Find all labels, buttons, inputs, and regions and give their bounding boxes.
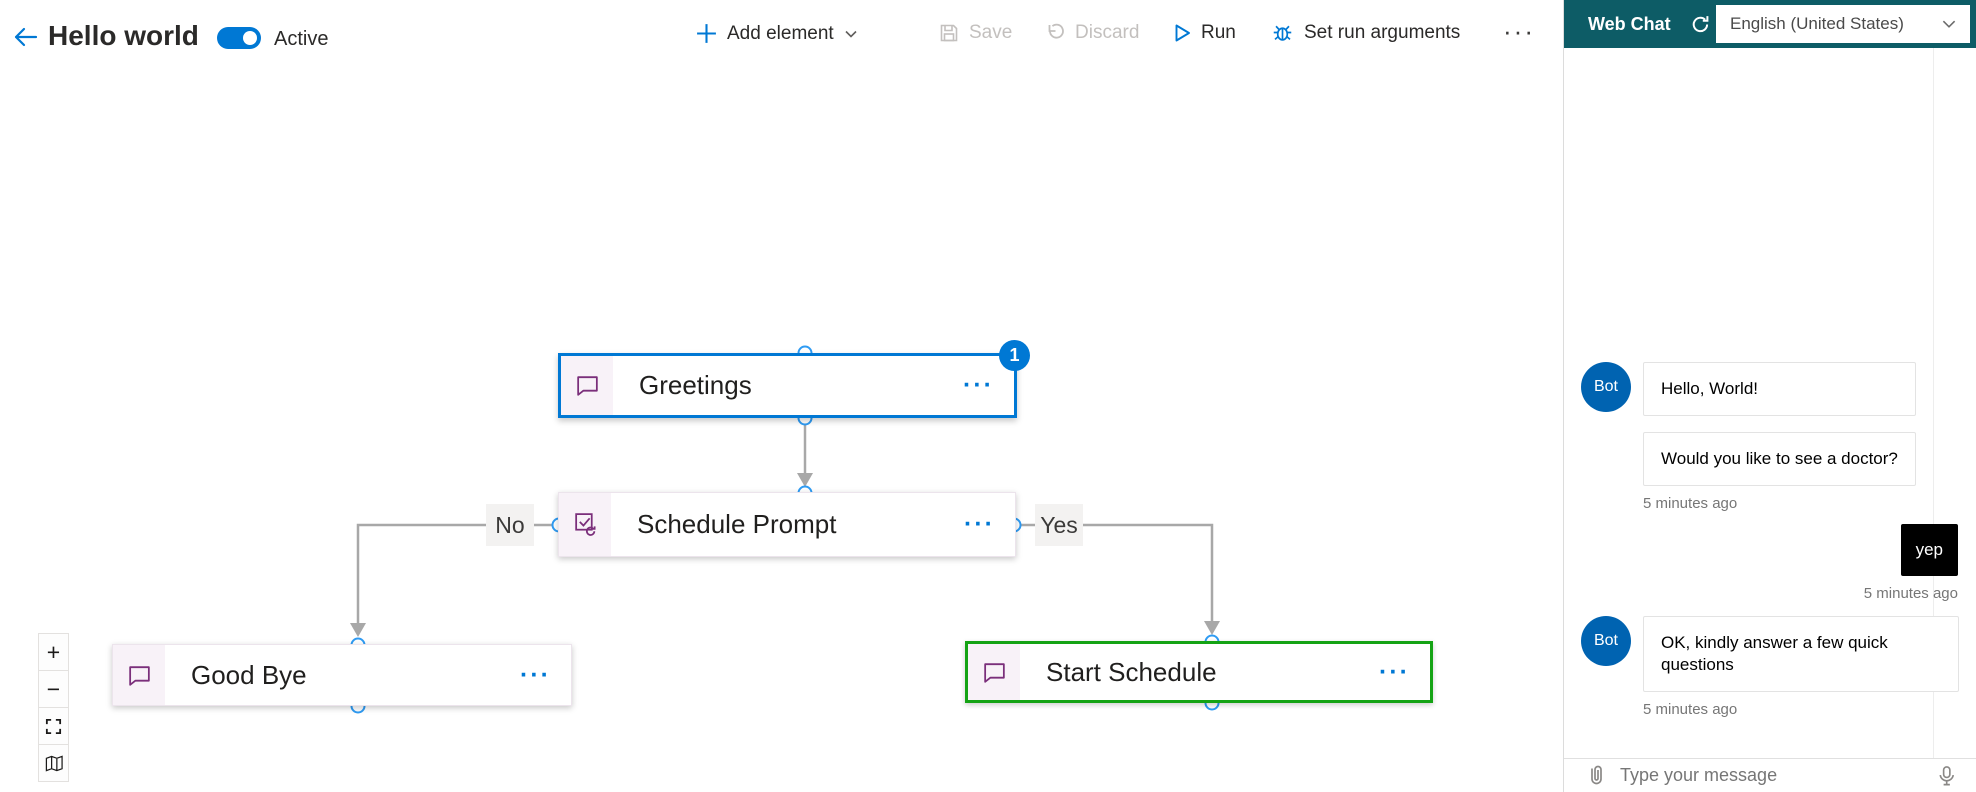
bot-message-group: Bot OK, kindly answer a few quick questi… [1581, 616, 1959, 692]
language-select[interactable]: English (United States) [1716, 5, 1970, 43]
minimap-icon [45, 754, 63, 772]
webchat-header: Web Chat English (United States) [1564, 0, 1976, 48]
node-label: Greetings [639, 370, 752, 400]
run-button[interactable]: Run [1171, 22, 1236, 44]
refresh-button[interactable] [1689, 13, 1712, 36]
node-menu-button[interactable]: ··· [964, 510, 995, 538]
branch-label-no: No [486, 504, 534, 546]
selection-count-badge: 1 [999, 340, 1030, 371]
discard-button[interactable]: Discard [1044, 22, 1139, 44]
back-arrow-icon [14, 27, 38, 47]
chevron-down-icon[interactable] [843, 26, 859, 42]
chat-transcript: Bot Hello, World! Would you like to see … [1564, 48, 1976, 758]
save-button[interactable]: Save [938, 22, 1012, 44]
canvas-zoom-controls: + − [38, 633, 69, 782]
microphone-button[interactable] [1935, 764, 1958, 788]
node-menu-button[interactable]: ··· [520, 660, 551, 689]
zoom-out-button[interactable]: − [38, 670, 69, 708]
arrowhead [797, 473, 813, 487]
transcript-scroll-track[interactable] [1933, 48, 1934, 758]
node-schedule-prompt[interactable]: Schedule Prompt ··· [558, 492, 1016, 557]
back-button[interactable] [12, 26, 39, 48]
microphone-icon [1939, 765, 1955, 785]
page-title: Hello world [48, 20, 199, 51]
node-menu-button[interactable]: ··· [963, 371, 994, 399]
webchat-panel: Web Chat English (United States) Bot Hel… [1563, 0, 1976, 792]
node-label: Good Bye [191, 659, 307, 690]
language-selected-value: English (United States) [1730, 14, 1904, 33]
add-element-button[interactable]: Add element [695, 22, 859, 45]
refresh-icon [1692, 15, 1709, 32]
message-timestamp: 5 minutes ago [1643, 701, 1738, 718]
node-label: Start Schedule [1046, 656, 1217, 687]
zoom-in-button[interactable]: + [38, 633, 69, 671]
node-label: Schedule Prompt [637, 509, 837, 539]
webchat-title: Web Chat [1588, 13, 1671, 34]
set-run-arguments-button[interactable]: Set run arguments [1270, 20, 1460, 45]
chat-input-bar [1564, 758, 1976, 792]
node-start-schedule[interactable]: Start Schedule ··· [965, 641, 1433, 703]
run-label: Run [1201, 22, 1236, 43]
bot-message-group: Bot Hello, World! Would you like to see … [1581, 362, 1958, 486]
bot-message-bubble: OK, kindly answer a few quick questions [1643, 616, 1959, 692]
undo-icon [1048, 23, 1064, 39]
attach-file-button[interactable] [1584, 763, 1608, 789]
message-icon [561, 356, 613, 415]
save-icon [940, 24, 958, 42]
toolbar-more-button[interactable]: ··· [1503, 16, 1535, 46]
bug-icon [1273, 25, 1292, 41]
node-greetings[interactable]: Greetings ··· 1 [558, 340, 1030, 418]
discard-label: Discard [1075, 22, 1140, 43]
arrowhead [1204, 621, 1220, 635]
branch-label-yes: Yes [1035, 504, 1083, 546]
toggle-knob [243, 31, 257, 45]
node-good-bye[interactable]: Good Bye ··· [112, 644, 572, 706]
active-toggle-label: Active [274, 28, 329, 50]
fit-screen-icon [45, 718, 62, 734]
add-element-label: Add element [727, 22, 834, 44]
top-toolbar: Hello world Active Add element Save [0, 0, 1563, 64]
fit-screen-button[interactable] [38, 707, 69, 745]
plus-icon [697, 24, 716, 43]
paperclip-icon [1591, 765, 1602, 784]
set-run-arguments-label: Set run arguments [1304, 21, 1461, 43]
minimap-button[interactable] [38, 744, 69, 782]
flow-canvas[interactable]: Greetings ··· 1 Schedule Prompt ··· Goo [0, 0, 1563, 792]
message-icon [968, 644, 1020, 700]
message-timestamp: 5 minutes ago [1863, 585, 1958, 602]
arrowhead [350, 623, 366, 637]
user-message-group: yep [1581, 524, 1958, 576]
node-menu-button[interactable]: ··· [1379, 657, 1410, 686]
message-input[interactable] [1620, 765, 1935, 786]
bot-message-bubble: Would you like to see a doctor? [1643, 432, 1916, 486]
bot-avatar: Bot [1581, 362, 1631, 412]
play-icon [1175, 24, 1190, 42]
bot-avatar: Bot [1581, 616, 1631, 666]
bot-message-bubble: Hello, World! [1643, 362, 1916, 416]
user-message-bubble: yep [1900, 524, 1958, 576]
chevron-down-icon [1942, 20, 1956, 28]
active-toggle[interactable] [217, 27, 261, 49]
message-icon [113, 645, 165, 705]
save-label: Save [969, 22, 1013, 43]
prompt-icon [559, 493, 611, 556]
message-timestamp: 5 minutes ago [1643, 495, 1738, 512]
